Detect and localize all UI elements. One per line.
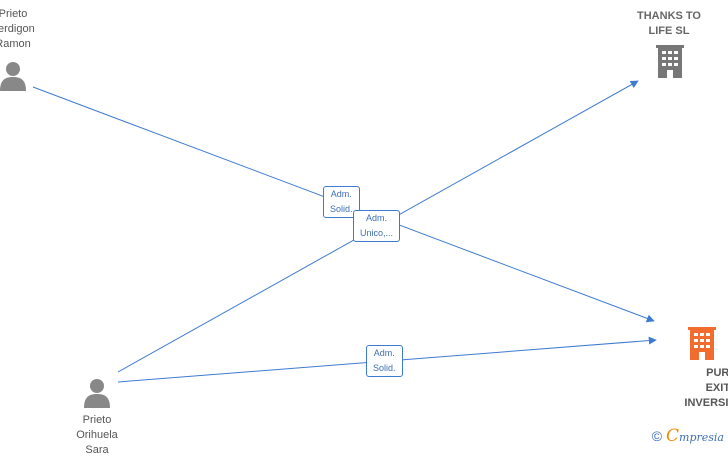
brand-footer[interactable]: © Cmpresia	[652, 426, 724, 446]
brand-logo: Cmpresia	[666, 426, 724, 446]
company-name-puro[interactable]: PURO EXITO INVERSIONES	[684, 367, 728, 409]
building-icon[interactable]	[688, 327, 716, 360]
person-name-bottom[interactable]: Prieto Orihuela Sara	[76, 414, 118, 456]
edge-label-adm-solid[interactable]: Adm. Solid.	[366, 345, 403, 377]
copyright-icon: ©	[651, 428, 663, 444]
edge-label-adm-unico[interactable]: Adm. Unico,...	[353, 210, 401, 242]
building-icon[interactable]	[656, 45, 684, 78]
person-icon[interactable]	[84, 378, 110, 408]
person-icon[interactable]	[0, 61, 26, 91]
company-name-thanks[interactable]: THANKS TO LIFE SL	[637, 10, 701, 37]
person-name-top-left[interactable]: Prieto Verdigon Ramon	[0, 8, 35, 50]
